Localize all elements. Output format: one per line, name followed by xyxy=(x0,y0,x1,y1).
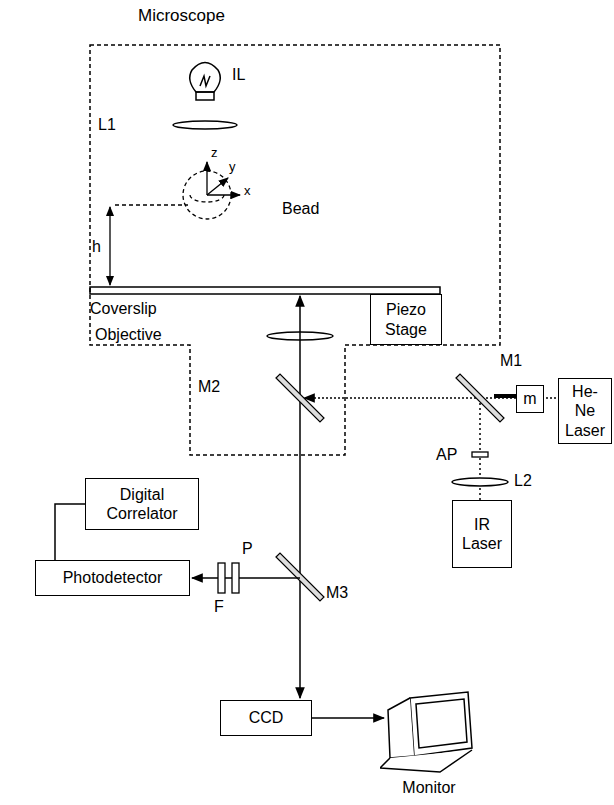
part-label: IL xyxy=(232,66,245,84)
node-text: Microscope xyxy=(138,6,225,26)
part-label: P xyxy=(242,540,253,558)
node-text: Digital Correlator xyxy=(90,485,194,523)
part-label: Objective xyxy=(95,326,162,344)
part-label: F xyxy=(214,598,224,616)
monitor-icon: Monitor xyxy=(380,690,478,798)
connector xyxy=(312,717,384,719)
lens xyxy=(452,478,508,486)
part-label: M1 xyxy=(500,352,522,370)
part-label: x xyxy=(244,184,251,198)
device-box: Digital Correlator xyxy=(85,478,199,530)
part-label: AP xyxy=(436,446,457,464)
part-label: y xyxy=(229,160,236,174)
monitor-drawing xyxy=(380,690,478,775)
beam xyxy=(192,577,300,579)
mirror-mount xyxy=(494,394,516,398)
part-label: z xyxy=(211,146,218,160)
polarizer xyxy=(232,563,239,593)
node-text: Monitor xyxy=(380,778,478,797)
bead xyxy=(115,162,240,219)
lamp xyxy=(190,63,221,101)
part-label: h xyxy=(92,238,101,256)
node-text: IR Laser xyxy=(457,515,507,553)
part-label: L1 xyxy=(98,116,116,134)
part-label: Bead xyxy=(282,200,319,218)
height-dimension xyxy=(109,207,110,285)
coverslip xyxy=(90,287,440,294)
node-text: He-Ne Laser xyxy=(563,382,607,440)
part-label: Coverslip xyxy=(90,300,157,318)
node-text: Piezo Stage xyxy=(375,300,437,338)
device-box: CCD xyxy=(220,700,312,736)
device-box: He-Ne Laser xyxy=(558,378,612,444)
part-label: M3 xyxy=(326,584,348,602)
part-label: M2 xyxy=(198,378,220,396)
aperture xyxy=(472,452,488,457)
beam xyxy=(299,296,301,560)
connector xyxy=(55,504,85,560)
part-label: L2 xyxy=(514,472,532,490)
device-box: Piezo Stage xyxy=(370,294,442,345)
lens xyxy=(173,121,237,129)
filter xyxy=(218,563,225,593)
device-box: IR Laser xyxy=(452,500,512,568)
node-text: CCD xyxy=(249,708,284,727)
node-text: Photodetector xyxy=(63,568,163,587)
device-box: m xyxy=(516,385,544,413)
node-text: m xyxy=(523,389,536,408)
device-box: Photodetector xyxy=(35,560,190,596)
microscope-region: MicroscopePiezo Stage xyxy=(88,4,504,459)
dashed-outline xyxy=(88,4,504,459)
